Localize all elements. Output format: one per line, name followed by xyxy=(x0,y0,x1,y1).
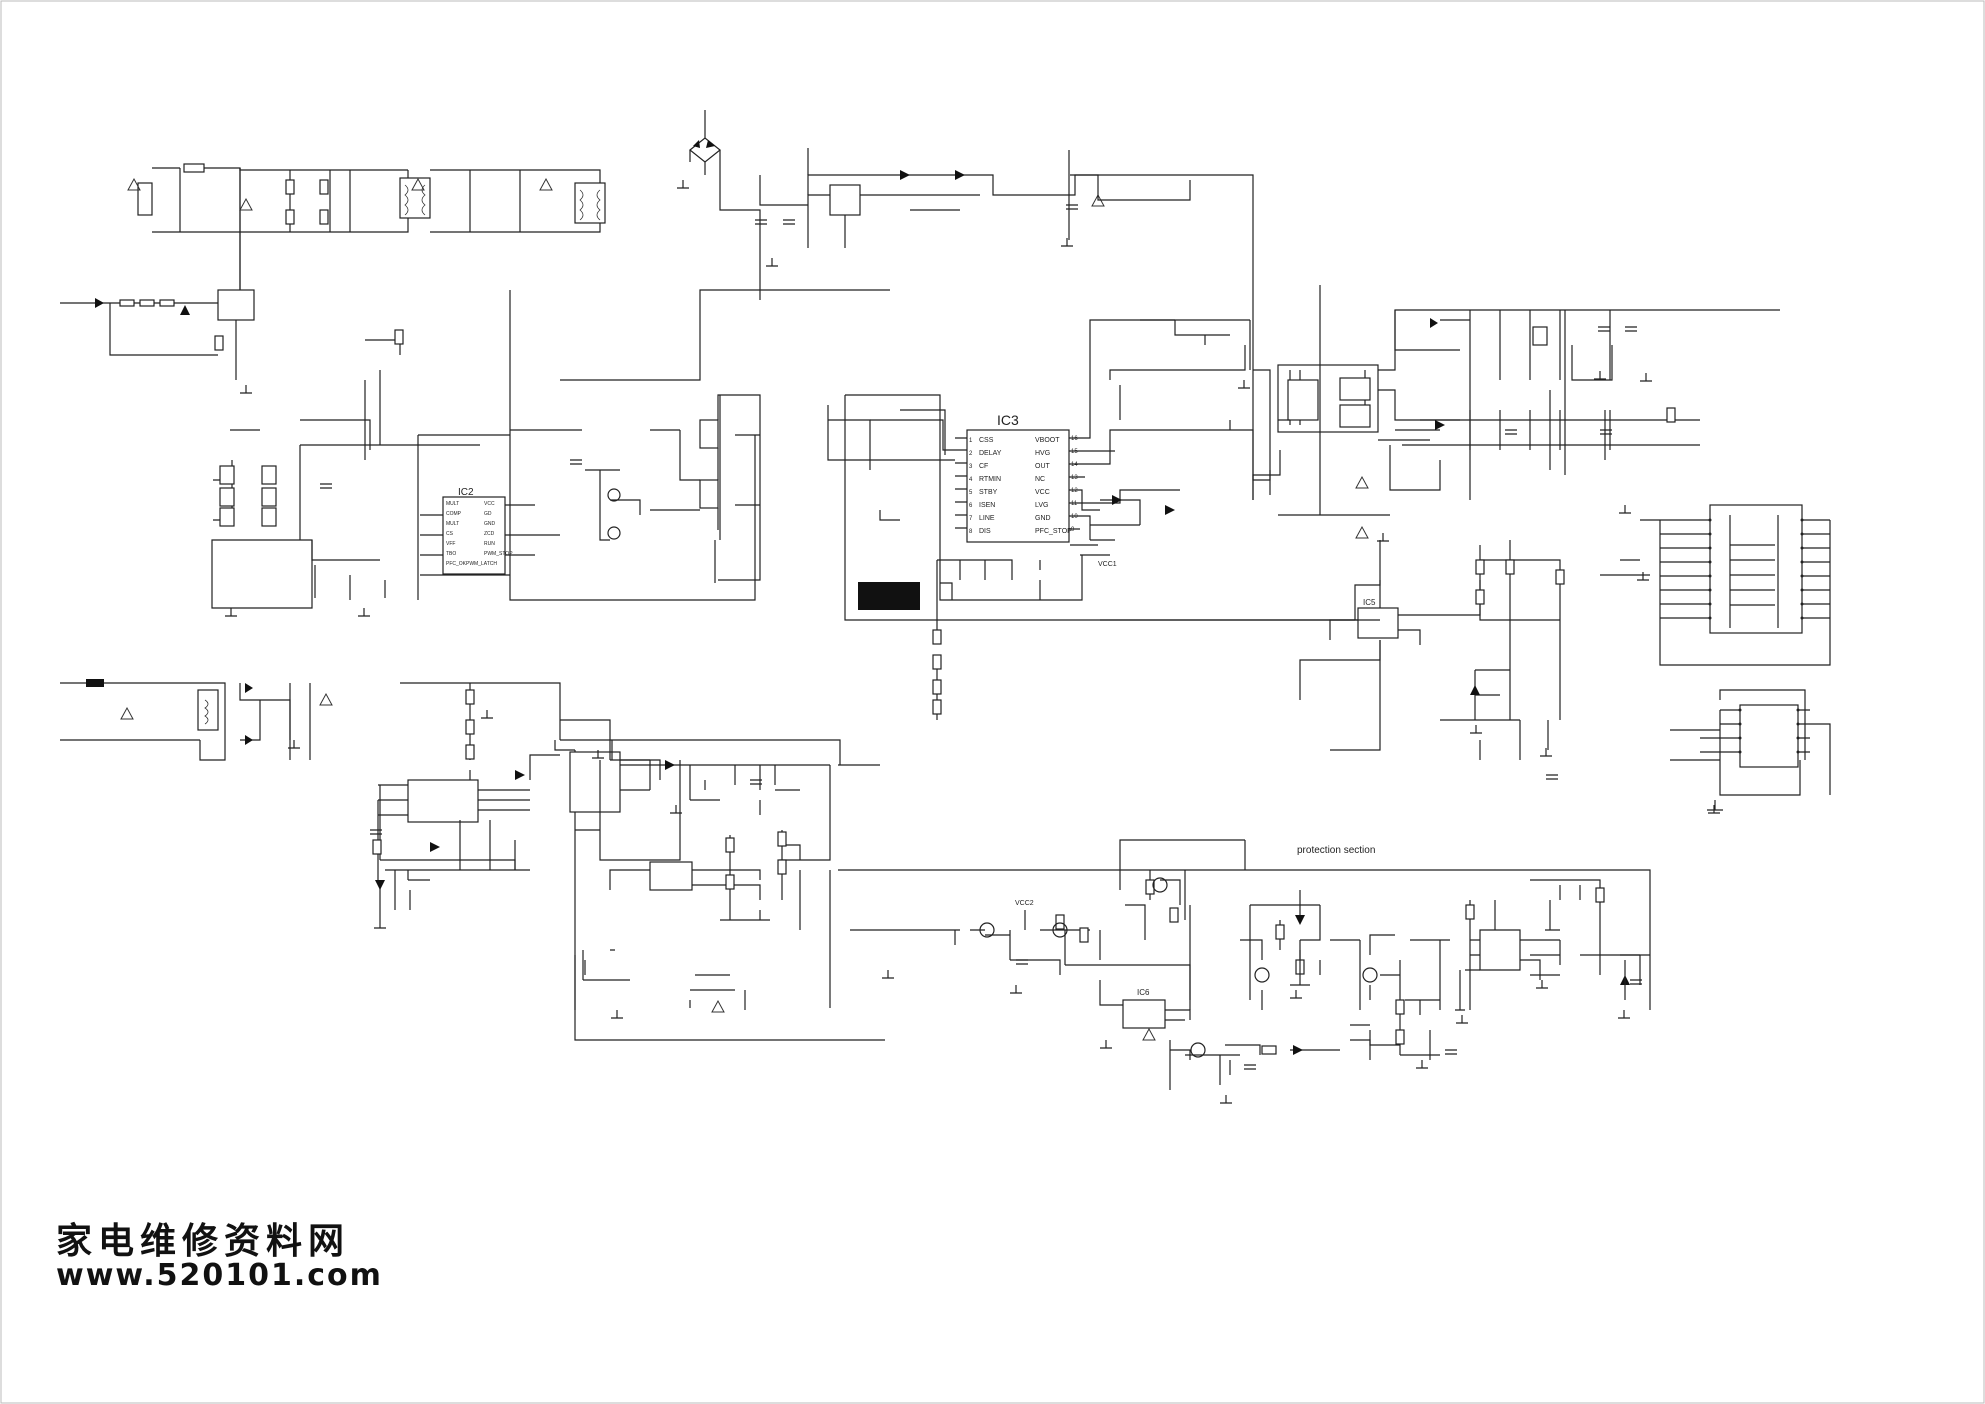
ic3-pinnum-right: 11 xyxy=(1071,501,1078,507)
ic3-pin-left: STBY xyxy=(979,489,998,496)
ic2-pin-labels: MULT COMP MULT CS VFF TBO PFC_OK PWM_LAT… xyxy=(446,501,513,567)
watermark-chinese-title: 家电维修资料网 xyxy=(56,1220,351,1262)
ic3-pinnum-left: 3 xyxy=(969,464,973,470)
ic2-pin-right: GND xyxy=(484,521,496,527)
ic3-pinnum-right: 12 xyxy=(1071,488,1078,494)
ic3-pin-right: OUT xyxy=(1035,463,1051,470)
ic3-pin-left: DIS xyxy=(979,528,991,535)
ground-symbols xyxy=(225,180,1720,1104)
ic2-pin: MULT xyxy=(446,501,459,507)
ic2-pin-right: ZCD xyxy=(484,531,495,537)
ic3-pin-left: RTMIN xyxy=(979,476,1001,483)
ic3-pin-right: HVG xyxy=(1035,450,1050,457)
connector-pins xyxy=(1708,518,1804,754)
connector-j2 xyxy=(1670,689,1831,811)
ic2-pin-right: RUN xyxy=(484,541,495,547)
ic2-pin-right: GD xyxy=(484,511,492,517)
ic3-pin-left: CSS xyxy=(979,437,994,444)
ic3-pin-right: LVG xyxy=(1035,502,1049,509)
ic3-pinnum-right: 16 xyxy=(1071,436,1078,442)
ic3-pinnum-left: 8 xyxy=(969,529,973,535)
ic3-block: IC3 CSS DELAY CF RTMIN STBY ISEN LINE DI… xyxy=(827,319,1381,720)
ic5-label: IC5 xyxy=(1363,598,1376,607)
ic2-pin: COMP xyxy=(446,511,462,517)
ic3-pin-right: NC xyxy=(1035,476,1045,483)
ic3-pin-right: VBOOT xyxy=(1035,437,1060,444)
ic3-pinnum-left: 5 xyxy=(969,490,973,496)
ic2-pin: TBO xyxy=(446,551,456,557)
ic3-pinnum-right: 10 xyxy=(1071,514,1078,520)
ic6-label: IC6 xyxy=(1137,988,1150,997)
ic3-pinnum-right: 9 xyxy=(1071,527,1075,533)
ac-input-filter-top xyxy=(60,163,606,394)
vcc1-label: VCC1 xyxy=(1098,561,1117,568)
ic3-pinnum-right: 13 xyxy=(1071,475,1078,481)
protection-section: protection section IC6 VCC2 xyxy=(838,561,1651,1090)
ic2-pin: CS xyxy=(446,531,454,537)
bus-lines xyxy=(559,619,1381,766)
ic2-pin: VFF xyxy=(446,541,455,547)
ic2-pin-right: VCC xyxy=(484,501,495,507)
standby-output xyxy=(574,760,885,1041)
ic3-pinnum-left: 6 xyxy=(969,503,973,509)
ic3-pin-left: CF xyxy=(979,463,988,470)
ic3-pin-right: GND xyxy=(1035,515,1051,522)
ic3-pin-left: LINE xyxy=(979,515,995,522)
ic5-opto: IC5 xyxy=(1299,540,1565,760)
watermark-url: www.520101.com xyxy=(56,1258,383,1293)
ic3-pinnum-left: 7 xyxy=(969,516,973,522)
ic3-pin-left: ISEN xyxy=(979,502,995,509)
ic2-pin: PWM_LATCH xyxy=(466,561,497,567)
protection-section-label: protection section xyxy=(1297,845,1375,856)
ic3-pin-right: VCC xyxy=(1035,489,1050,496)
ic2-label: IC2 xyxy=(458,487,474,498)
connector-j1 xyxy=(1600,504,1831,666)
vcc2-label: VCC2 xyxy=(1015,900,1034,907)
ic3-pinnum-right: 14 xyxy=(1071,462,1078,468)
ic2-pfc-controller: IC2 xyxy=(211,289,890,609)
ic3-pinnum-left: 1 xyxy=(969,438,973,444)
ic3-pinnum-left: 4 xyxy=(969,477,973,483)
warning-icon-group xyxy=(120,177,1369,1041)
standby-converter xyxy=(372,682,681,1010)
transformer-t1 xyxy=(1252,285,1780,516)
capacitor-marks xyxy=(320,204,1642,1070)
ic3-pinnum-right: 15 xyxy=(1071,449,1078,455)
ac-input-filter-bottom xyxy=(60,679,311,761)
bridge-rectifier xyxy=(689,110,1254,500)
ic3-pinnum-left: 2 xyxy=(969,451,973,457)
ic3-pin-left: DELAY xyxy=(979,450,1002,457)
ic3-pin-right: PFC_STOP xyxy=(1035,528,1072,535)
ic2-pin-right: PWM_STOP xyxy=(484,551,513,557)
ic3-label: IC3 xyxy=(997,412,1019,428)
ic2-pin: PFC_OK xyxy=(446,561,467,567)
ic2-pin: MULT xyxy=(446,521,459,527)
